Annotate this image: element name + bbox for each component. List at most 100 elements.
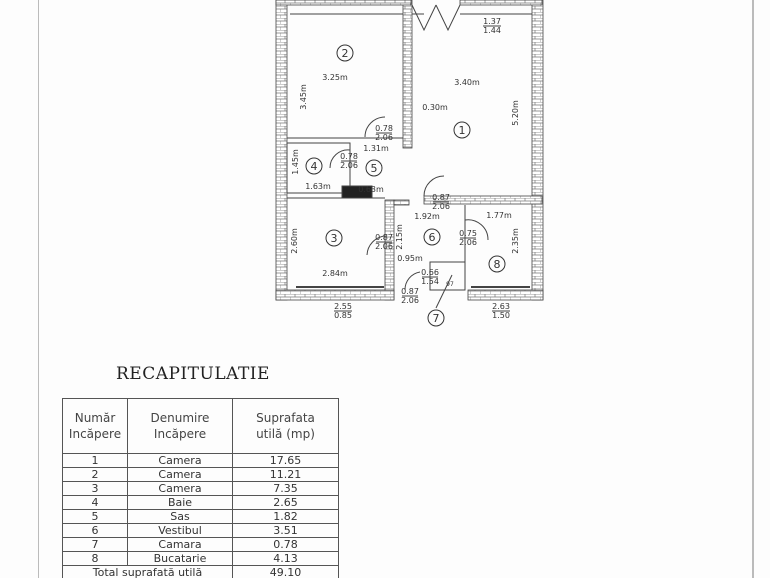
window-label: 1.50 [492, 311, 510, 320]
room-area-cell: 7.35 [232, 481, 339, 496]
dim-label: 2.84m [322, 269, 348, 278]
svg-text:3: 3 [331, 232, 338, 245]
dim-label: 1.31m [363, 144, 389, 153]
door-label: 0.87 [375, 233, 393, 242]
total-value: 49.10 [232, 565, 339, 578]
room-4-marker: 4 [305, 157, 323, 175]
room-number-cell: 1 [62, 453, 128, 468]
room-area-cell: 3.51 [232, 523, 339, 538]
total-row: Total suprafată utilă 49.10 [62, 565, 339, 578]
door-label: 0.75 [459, 229, 477, 238]
door-label: 2.06 [401, 296, 419, 305]
room-name-cell: Sas [127, 509, 233, 524]
interior-lines [286, 4, 532, 309]
room-2-marker: 2 [336, 44, 354, 62]
dimension-labels: 3.25m 3.40m 0.30m 5.20m 3.45m 0.78 2.06 … [290, 17, 520, 320]
dim-label: 1.45m [291, 149, 300, 175]
room-name-cell: Camara [127, 537, 233, 552]
room-6-marker: 6 [423, 228, 441, 246]
recap-title: RECAPITULATIE [116, 364, 270, 384]
room-7-marker: 7 [427, 309, 445, 327]
room-1-marker: 1 [453, 121, 471, 139]
svg-text:4: 4 [311, 160, 318, 173]
door-label: 0.87 [432, 193, 450, 202]
window-label: 1.44 [483, 26, 501, 35]
dim-label: 3.45m [299, 84, 308, 110]
room-number-cell: 8 [62, 551, 128, 566]
room-number-cell: 3 [62, 481, 128, 496]
room-area-cell: 2.65 [232, 495, 339, 510]
dim-label: 3.40m [454, 78, 480, 87]
door-label: 2.06 [375, 242, 393, 251]
room-number-cell: 4 [62, 495, 128, 510]
table-header-row: Număr Incăpere Denumire Incăpere Suprafa… [62, 398, 339, 454]
room-area-cell: 17.65 [232, 453, 339, 468]
dim-label: 2.60m [290, 228, 299, 254]
room-number-cell: 6 [62, 523, 128, 538]
room-numbers: 1 2 3 4 5 6 7 8 [305, 44, 506, 327]
svg-text:6: 6 [429, 231, 436, 244]
dim-label: 2.15m [395, 224, 404, 250]
window-dividers [334, 25, 510, 312]
header-room-name: Denumire Incăpere [127, 398, 233, 454]
door-label: 2.06 [375, 133, 393, 142]
room-number-cell: 2 [62, 467, 128, 482]
dim-label: 1.63m [305, 182, 331, 191]
page-edge-right [752, 0, 754, 578]
walls [275, 0, 544, 301]
svg-text:2: 2 [342, 47, 349, 60]
dim-label: 1.77m [486, 211, 512, 220]
dim-label: 5.20m [511, 100, 520, 126]
recap-table: Număr Incăpere Denumire Incăpere Suprafa… [62, 398, 339, 578]
door-label: 0.87 [401, 287, 419, 296]
svg-text:5: 5 [371, 162, 378, 175]
dim-label: 0.30m [422, 103, 448, 112]
room-area-cell: 11.21 [232, 467, 339, 482]
page-edge-left [38, 0, 39, 578]
room-name-cell: Camera [127, 467, 233, 482]
room-5-marker: 5 [365, 159, 383, 177]
door-label: 2.06 [340, 161, 358, 170]
room-8-marker: 8 [488, 255, 506, 273]
svg-text:1: 1 [459, 124, 466, 137]
room-number-cell: 5 [62, 509, 128, 524]
window-label: 1.37 [483, 17, 501, 26]
window-label: 2.55 [334, 302, 352, 311]
room-name-cell: Baie [127, 495, 233, 510]
dim-label: 1.92m [414, 212, 440, 221]
header-room-number: Număr Incăpere [62, 398, 128, 454]
svg-text:8: 8 [494, 258, 501, 271]
door-label: 1.54 [421, 277, 439, 286]
total-label: Total suprafată utilă [62, 565, 233, 578]
room-3-marker: 3 [325, 229, 343, 247]
room-name-cell: Camera [127, 481, 233, 496]
header-area: Suprafata utilă (mp) [232, 398, 339, 454]
room-name-cell: Camera [127, 453, 233, 468]
room-name-cell: Vestibul [127, 523, 233, 538]
dim-label: 3.25m [322, 73, 348, 82]
svg-text:7: 7 [433, 312, 440, 325]
room-area-cell: 1.82 [232, 509, 339, 524]
door-label: 2.06 [432, 202, 450, 211]
room-area-cell: 4.13 [232, 551, 339, 566]
door-label: 2.06 [459, 238, 477, 247]
room-area-cell: 0.78 [232, 537, 339, 552]
dim-label: 2.35m [511, 228, 520, 254]
floor-plan: 1 2 3 4 5 6 7 8 3.25m 3.40m 0.30m 5.20m … [275, 0, 544, 327]
room-name-cell: Bucatarie [127, 551, 233, 566]
door-label: 0.66 [421, 268, 439, 277]
door-label: 0.78 [340, 152, 358, 161]
room-number-cell: 7 [62, 537, 128, 552]
window-label: 2.63 [492, 302, 510, 311]
dim-label: 97 [446, 281, 454, 288]
dim-label: 0.95m [397, 254, 423, 263]
window-label: 0.85 [334, 311, 352, 320]
